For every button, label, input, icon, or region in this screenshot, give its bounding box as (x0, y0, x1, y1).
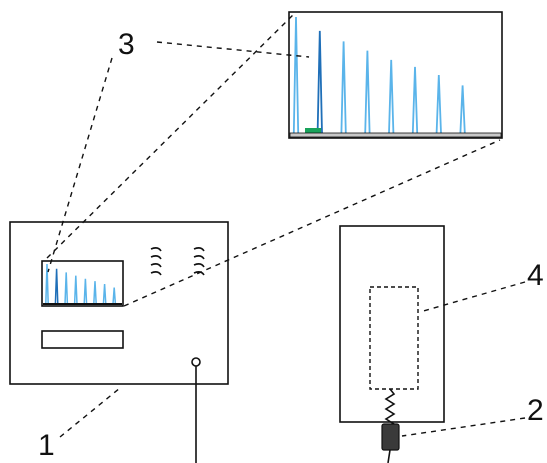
spike-5 (388, 59, 395, 134)
callout-2: 2 (527, 394, 544, 427)
magnified-frame (288, 11, 503, 139)
spike-3 (64, 272, 69, 305)
spike-6 (411, 66, 419, 134)
magnified-spikes (292, 16, 466, 134)
callout-1: 1 (38, 429, 55, 462)
spike-8 (459, 85, 466, 134)
spike-5 (83, 278, 88, 305)
display-panel (41, 330, 124, 349)
leader-3a (156, 41, 310, 58)
spike-2 (54, 268, 59, 305)
projection-lines (46, 13, 501, 307)
spike-3 (340, 41, 347, 134)
spike-1 (292, 16, 300, 134)
sample-region (369, 286, 419, 390)
spike-6 (93, 281, 97, 305)
small-screen-spikes (45, 263, 117, 305)
callout-3: 3 (118, 28, 135, 61)
leader-lines (47, 41, 526, 438)
spike-1 (45, 263, 49, 305)
leader-4 (419, 281, 526, 313)
sample-holder (339, 225, 445, 463)
connector-port (191, 357, 201, 367)
sample-cell (381, 423, 400, 451)
spring-coil (384, 388, 396, 431)
leader-2 (401, 417, 526, 437)
leader-3b (47, 57, 113, 273)
spike-8 (112, 287, 117, 305)
spike-7 (102, 283, 107, 305)
leader-1 (59, 387, 121, 438)
instrument-screen (41, 260, 124, 307)
magnified-baseline (289, 132, 502, 138)
sample-cell-wire (387, 449, 391, 463)
spike-4 (364, 50, 371, 134)
instrument-unit (9, 221, 229, 463)
knob-left (150, 247, 162, 276)
spike-7 (435, 74, 442, 134)
spike-2 (316, 30, 323, 134)
callout-4: 4 (527, 259, 544, 292)
magnified-screen (288, 11, 503, 139)
spike-4 (73, 275, 78, 305)
peak-marker (305, 128, 321, 133)
